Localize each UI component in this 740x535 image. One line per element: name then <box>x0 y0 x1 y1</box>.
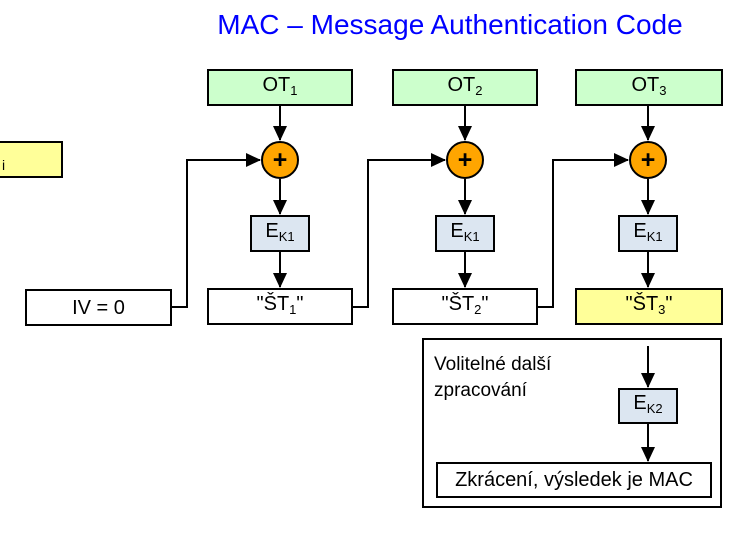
ek1-label-2: EK1 <box>450 221 479 247</box>
st1-box: "ŠT1" <box>207 288 353 325</box>
st2-label-pre: "ŠT <box>441 292 475 315</box>
iv-label: IV = 0 <box>72 296 125 319</box>
ot1-label-sub: 1 <box>290 82 298 98</box>
ek1-label-2-sub: K1 <box>463 228 480 244</box>
ek2-label: EK2 <box>633 393 662 419</box>
ek1-label-1-main: E <box>265 219 279 242</box>
ek1-box-3: EK1 <box>618 215 678 252</box>
xor3-circle: + <box>629 141 667 179</box>
xor1-circle: + <box>261 141 299 179</box>
xor2-symbol: + <box>457 146 473 174</box>
arrow-iv-to-xor1 <box>172 153 261 308</box>
ek1-label-2-main: E <box>450 219 464 242</box>
ek1-label-3-main: E <box>633 219 647 242</box>
st2-label-post: " <box>481 292 489 315</box>
arrow-st2-to-xor3 <box>538 153 629 308</box>
ot1-label-main: OT <box>262 73 291 96</box>
clipped-label: i <box>2 157 6 173</box>
st1-label-sub: 1 <box>289 301 297 317</box>
ot2-label-main: OT <box>447 73 476 96</box>
mac-result-label: Zkrácení, výsledek je MAC <box>455 469 693 491</box>
ek1-box-2: EK1 <box>435 215 495 252</box>
ek1-label-3: EK1 <box>633 221 662 247</box>
ek1-label-1: EK1 <box>265 221 294 247</box>
st3-label: "ŠT3" <box>626 294 673 320</box>
ot2-box: OT2 <box>392 69 538 106</box>
ek1-box-1: EK1 <box>250 215 310 252</box>
ot2-label: OT2 <box>447 75 482 101</box>
st2-box: "ŠT2" <box>392 288 538 325</box>
ot3-box: OT3 <box>575 69 723 106</box>
iv-box: IV = 0 <box>25 289 172 326</box>
st1-label-post: " <box>296 292 304 315</box>
ek1-label-3-sub: K1 <box>646 228 663 244</box>
arrow-st1-to-xor2 <box>352 153 446 308</box>
st3-label-sub: 3 <box>658 301 666 317</box>
st2-label: "ŠT2" <box>442 294 489 320</box>
xor2-circle: + <box>446 141 484 179</box>
ek2-label-sub: K2 <box>646 401 663 416</box>
clipped-yellow-box: i <box>0 141 63 178</box>
ot3-label: OT3 <box>631 75 666 101</box>
xor3-symbol: + <box>640 146 656 174</box>
ot3-label-sub: 3 <box>659 82 667 98</box>
caption-line1: Volitelné další <box>434 354 552 375</box>
ek1-label-1-sub: K1 <box>278 228 295 244</box>
st1-label-pre: "ŠT <box>256 292 290 315</box>
caption-line2: zpracování <box>434 380 527 401</box>
st1-label: "ŠT1" <box>257 294 304 320</box>
ot3-label-main: OT <box>631 73 660 96</box>
optional-processing-caption: Volitelné další zpracování <box>434 352 551 404</box>
ek2-box: EK2 <box>618 388 678 424</box>
optional-processing-box <box>422 338 722 508</box>
ot1-box: OT1 <box>207 69 353 106</box>
xor1-symbol: + <box>272 146 288 174</box>
page-title: MAC – Message Authentication Code <box>217 9 683 40</box>
ot2-label-sub: 2 <box>475 82 483 98</box>
ot1-label: OT1 <box>262 75 297 101</box>
st3-label-post: " <box>665 292 673 315</box>
st3-box: "ŠT3" <box>575 288 723 325</box>
st2-label-sub: 2 <box>474 301 482 317</box>
ek2-label-main: E <box>633 392 647 414</box>
st3-label-pre: "ŠT <box>625 292 659 315</box>
mac-result-box: Zkrácení, výsledek je MAC <box>436 462 712 498</box>
